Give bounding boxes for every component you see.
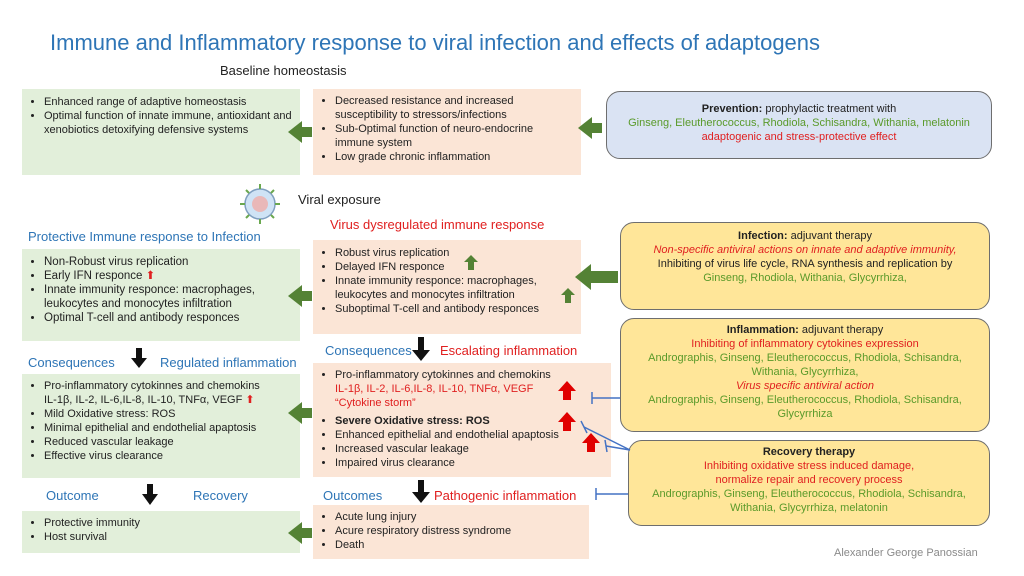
list-item: Sub-Optimal function of neuro-endocrine … bbox=[335, 122, 573, 150]
protective-heading: Protective Immune response to Infection bbox=[28, 229, 261, 244]
infection-line1: Non-specific antiviral actions on innate… bbox=[653, 244, 957, 256]
list-item: Low grade chronic inflammation bbox=[335, 150, 573, 164]
recovery-therapy-box: Recovery therapy Inhibiting oxidative st… bbox=[628, 440, 990, 526]
homeostasis-green-box: Enhanced range of adaptive homeostasis O… bbox=[22, 89, 300, 175]
inflammation-therapy-box: Inflammation: adjuvant therapy Inhibitin… bbox=[620, 318, 990, 432]
regulated-inflammation-label: Regulated inflammation bbox=[160, 355, 297, 370]
infection-herbs: Ginseng, Rhodiola, Withania, Glycyrrhiza… bbox=[703, 272, 907, 284]
list-item: Severe Oxidative stress: ROS bbox=[335, 414, 603, 428]
prevention-herbs: Ginseng, Eleutherococcus, Rhodiola, Schi… bbox=[628, 117, 970, 129]
protective-box: Non-Robust virus replication Early IFN r… bbox=[22, 249, 300, 341]
inflammation-herbs2: Andrographis, Ginseng, Eleutherococcus, … bbox=[648, 394, 962, 420]
list-item: Enhanced range of adaptive homeostasis bbox=[44, 95, 292, 109]
down-arrow-icon bbox=[412, 480, 430, 503]
list-item: Non-Robust virus replication bbox=[44, 255, 292, 269]
consequences-left-label: Consequences bbox=[28, 355, 115, 370]
inflammation-line1: Inhibiting of inflammatory cytokines exp… bbox=[691, 338, 919, 350]
list-item: Early IFN responce ⬆ bbox=[44, 269, 292, 283]
pathogenic-inflammation-label: Pathogenic inflammation bbox=[434, 488, 577, 503]
down-arrow-icon bbox=[412, 337, 430, 361]
list-item: Acure respiratory distress syndrome bbox=[335, 524, 581, 538]
recovery-herbs: Andrographis, Ginseng, Eleutherococcus, … bbox=[652, 488, 966, 514]
list-item: Acute lung injury bbox=[335, 510, 581, 524]
inflammation-heading: Inflammation: bbox=[726, 324, 799, 336]
list-item: Mild Oxidative stress: ROS bbox=[44, 407, 292, 421]
prevention-effect: adaptogenic and stress-protective effect bbox=[701, 131, 897, 143]
infection-therapy-box: Infection: adjuvant therapy Non-specific… bbox=[620, 222, 990, 310]
prevention-box: Prevention: prophylactic treatment with … bbox=[606, 91, 992, 159]
list-item: Host survival bbox=[44, 530, 292, 544]
up-arrow-icon: ⬆ bbox=[145, 270, 156, 282]
green-arrow-left-icon bbox=[575, 264, 618, 290]
up-arrow-icon: ⬆ bbox=[245, 394, 255, 406]
page-title: Immune and Inflammatory response to vira… bbox=[50, 30, 821, 55]
infection-heading-rest: adjuvant therapy bbox=[787, 230, 872, 242]
list-item: Innate immunity responce: macrophages, l… bbox=[44, 283, 292, 311]
prevention-heading-rest: prophylactic treatment with bbox=[762, 103, 897, 115]
viral-exposure-label: Viral exposure bbox=[298, 192, 381, 207]
down-arrow-icon bbox=[142, 484, 158, 505]
list-item: Pro-inflammatory cytokinnes and chemokin… bbox=[44, 379, 292, 407]
recovery-line2: normalize repair and recovery process bbox=[715, 474, 903, 486]
list-item: Enhanced epithelial and endothelial apap… bbox=[335, 428, 603, 442]
outcome-right-box: Acute lung injury Acure respiratory dist… bbox=[313, 505, 589, 559]
cytokine-list: IL-1β, IL-2, IL-6,IL-8, IL-10, TNFα, VEG… bbox=[335, 383, 534, 395]
inflammation-herbs1: Andrographis, Ginseng, Eleutherococcus, … bbox=[648, 352, 962, 378]
green-arrow-left-icon bbox=[578, 117, 602, 139]
escalating-inflammation-label: Escalating inflammation bbox=[440, 343, 578, 358]
recovery-heading: Recovery therapy bbox=[762, 446, 856, 458]
virus-icon bbox=[238, 182, 282, 231]
outcome-left-label: Outcome bbox=[46, 488, 99, 503]
recovery-label: Recovery bbox=[193, 488, 248, 503]
list-item: Reduced vascular leakage bbox=[44, 435, 292, 449]
consequences-right-label: Consequences bbox=[325, 343, 412, 358]
infection-line2: Inhibiting of virus life cycle, RNA synt… bbox=[657, 258, 953, 270]
inflammation-line2: Virus specific antiviral action bbox=[736, 380, 874, 392]
list-item: Delayed IFN responce bbox=[335, 260, 573, 274]
list-item: Effective virus clearance bbox=[44, 449, 292, 463]
list-item: Death bbox=[335, 538, 581, 552]
list-item: Increased vascular leakage bbox=[335, 442, 603, 456]
list-item: Optimal T-cell and antibody responces bbox=[44, 311, 292, 325]
list-item: Decreased resistance and increased susce… bbox=[335, 94, 573, 122]
homeostasis-orange-box: Decreased resistance and increased susce… bbox=[313, 89, 581, 175]
dysregulated-heading: Virus dysregulated immune response bbox=[330, 217, 545, 232]
list-item: Pro-inflammatory cytokinnes and chemokin… bbox=[335, 368, 603, 410]
list-item: Minimal epithelial and endothelial apapt… bbox=[44, 421, 292, 435]
list-item: Protective immunity bbox=[44, 516, 292, 530]
cytokine-storm-label: “Cytokine storm” bbox=[335, 397, 416, 409]
list-item: Optimal function of innate immune, antio… bbox=[44, 109, 292, 137]
outcome-left-box: Protective immunity Host survival bbox=[22, 511, 300, 553]
cytokine-list: IL-1β, IL-2, IL-6,IL-8, IL-10, TNFα, VEG… bbox=[44, 394, 243, 406]
list-item: Innate immunity responce: macrophages, l… bbox=[335, 274, 573, 302]
outcomes-right-label: Outcomes bbox=[323, 488, 383, 503]
down-arrow-icon bbox=[131, 348, 147, 368]
author-signature: Alexander George Panossian bbox=[834, 547, 978, 559]
list-item: Impaired virus clearance bbox=[335, 456, 603, 470]
regulated-box: Pro-inflammatory cytokinnes and chemokin… bbox=[22, 374, 300, 478]
recovery-line1: Inhibiting oxidative stress induced dama… bbox=[703, 460, 915, 472]
dysregulated-box: Robust virus replication Delayed IFN res… bbox=[313, 240, 581, 334]
prevention-heading: Prevention: bbox=[701, 103, 763, 115]
infection-heading: Infection: bbox=[738, 230, 788, 242]
list-item: Suboptimal T-cell and antibody responces bbox=[335, 302, 573, 316]
baseline-label: Baseline homeostasis bbox=[220, 63, 347, 78]
inflammation-heading-rest: adjuvant therapy bbox=[798, 324, 884, 336]
list-item: Robust virus replication bbox=[335, 246, 573, 260]
escalating-box: Pro-inflammatory cytokinnes and chemokin… bbox=[313, 363, 611, 477]
